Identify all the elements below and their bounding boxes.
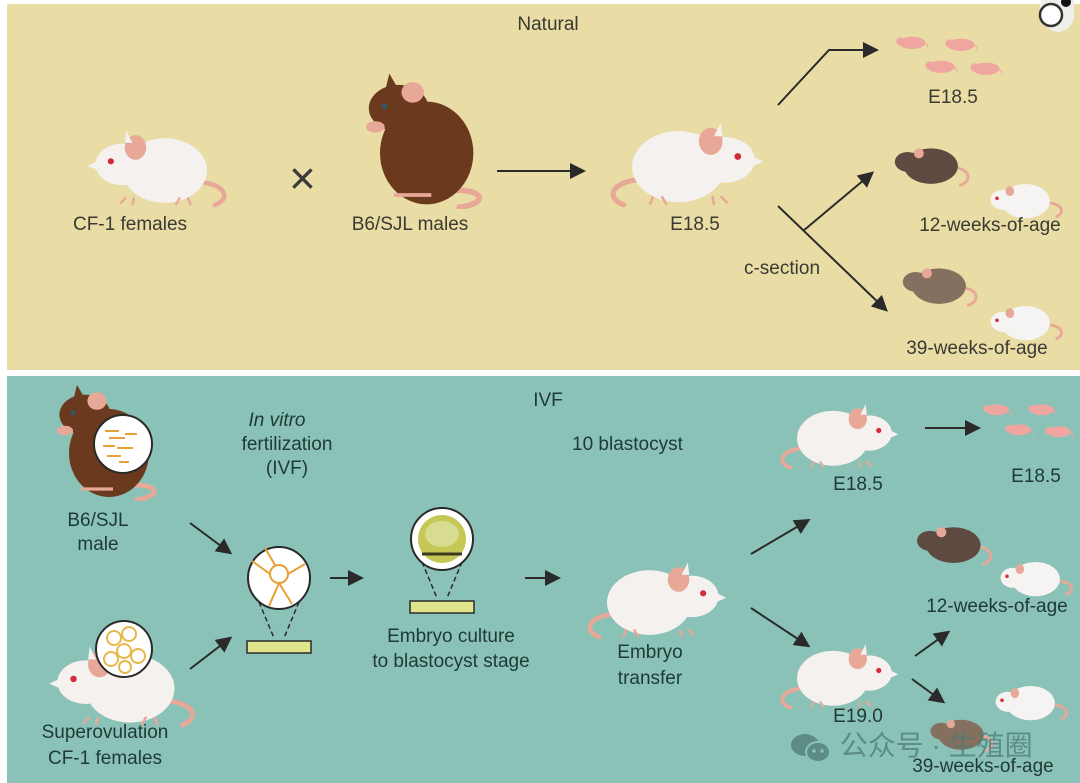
label-ivf-12-weeks: 12-weeks-of-age (926, 596, 1068, 617)
tan-offspring-mouse-icon (901, 266, 978, 307)
label-10-blastocyst: 10 blastocyst (572, 434, 683, 455)
arrow-to-pups (777, 42, 879, 106)
ivf-title: IVF (533, 390, 563, 411)
label-ivf-39-weeks: 39-weeks-of-age (912, 756, 1054, 777)
recipient-mouse-icon (590, 563, 726, 638)
white-offspring-mouse-icon (999, 560, 1074, 598)
pregnant-mouse-icon (613, 123, 763, 205)
brown-offspring-mouse-icon (915, 525, 993, 566)
arrow-oocyte-to-ivf (189, 636, 233, 670)
label-39-weeks: 39-weeks-of-age (906, 338, 1048, 359)
blastocyst-dish-icon (409, 507, 475, 614)
white-offspring-mouse-icon (989, 182, 1064, 220)
label-embryo-culture: Embryo culture (387, 626, 515, 647)
fertilization-dish-icon (246, 546, 312, 654)
label-pregnant-e18-5: E18.5 (670, 214, 720, 235)
label-b6sjl: B6/SJL (67, 510, 129, 531)
brown-offspring-mouse-icon (893, 146, 970, 187)
arrow-to-ivf-39wk (911, 678, 946, 704)
label-12-weeks: 12-weeks-of-age (919, 215, 1061, 236)
label-e19-0: E19.0 (833, 706, 883, 727)
magnifier-overlay-icon[interactable] (1034, 0, 1074, 32)
pup-icon (924, 60, 958, 74)
label-fertilization: fertilization (241, 434, 333, 455)
arrow-to-e19-0 (750, 607, 811, 648)
label-embryo: Embryo (617, 642, 683, 663)
white-offspring-mouse-icon (989, 304, 1064, 342)
natural-title: Natural (517, 14, 579, 35)
ivf-panel: IVF (7, 376, 1080, 783)
label-ivf-pups-e18-5: E18.5 (1011, 466, 1061, 487)
label-b6sjl-males: B6/SJL males (351, 214, 469, 235)
pup-icon (944, 38, 978, 52)
label-ivf-abbrev: (IVF) (265, 458, 309, 479)
oocyte-magnifier-icon (95, 620, 153, 678)
label-male: male (77, 534, 119, 555)
pup-icon (982, 403, 1012, 416)
cf1-female-mouse-icon (88, 131, 224, 206)
label-pups-e18-5: E18.5 (928, 87, 978, 108)
arrow-to-e18-5 (750, 518, 811, 555)
label-cf1-females: CF-1 females (72, 214, 188, 235)
arrow-to-ivf-12wk (914, 630, 951, 657)
label-to-blastocyst-stage: to blastocyst stage (372, 651, 530, 672)
wechat-icon (791, 733, 831, 763)
label-transfer: transfer (617, 668, 683, 689)
pup-icon (1004, 423, 1034, 436)
arrow-to-12wk (802, 171, 875, 232)
label-superovulation: Superovulation (41, 722, 169, 743)
label-c-section: c-section (743, 258, 821, 279)
pup-icon (969, 62, 1003, 76)
pup-icon (1044, 425, 1074, 438)
e18-5-surrogate-mouse-icon (782, 404, 898, 467)
label-e18-5-surrogate: E18.5 (833, 474, 883, 495)
cross-symbol: × (289, 152, 316, 204)
natural-graphics: × (7, 36, 1064, 342)
watermark-text: 公众号 · 生殖圈 (839, 730, 1033, 761)
white-offspring-mouse-icon (994, 684, 1069, 722)
watermark: 公众号 · 生殖圈 (790, 724, 1033, 764)
label-in-vitro: In vitro (248, 410, 306, 431)
sperm-magnifier-icon (93, 414, 153, 474)
arrow-to-39wk (777, 205, 888, 312)
ivf-graphics (7, 376, 1074, 753)
e19-0-surrogate-mouse-icon (782, 644, 898, 707)
pup-icon (1027, 403, 1057, 416)
b6sjl-male-mouse-icon (366, 74, 479, 207)
arrow-sperm-to-ivf (189, 522, 233, 555)
natural-panel: Natural × CF-1 females B6/SJL males E18.… (7, 4, 1080, 370)
pup-icon (895, 36, 929, 50)
label-cf1-females-ivf: CF-1 females (47, 748, 163, 769)
